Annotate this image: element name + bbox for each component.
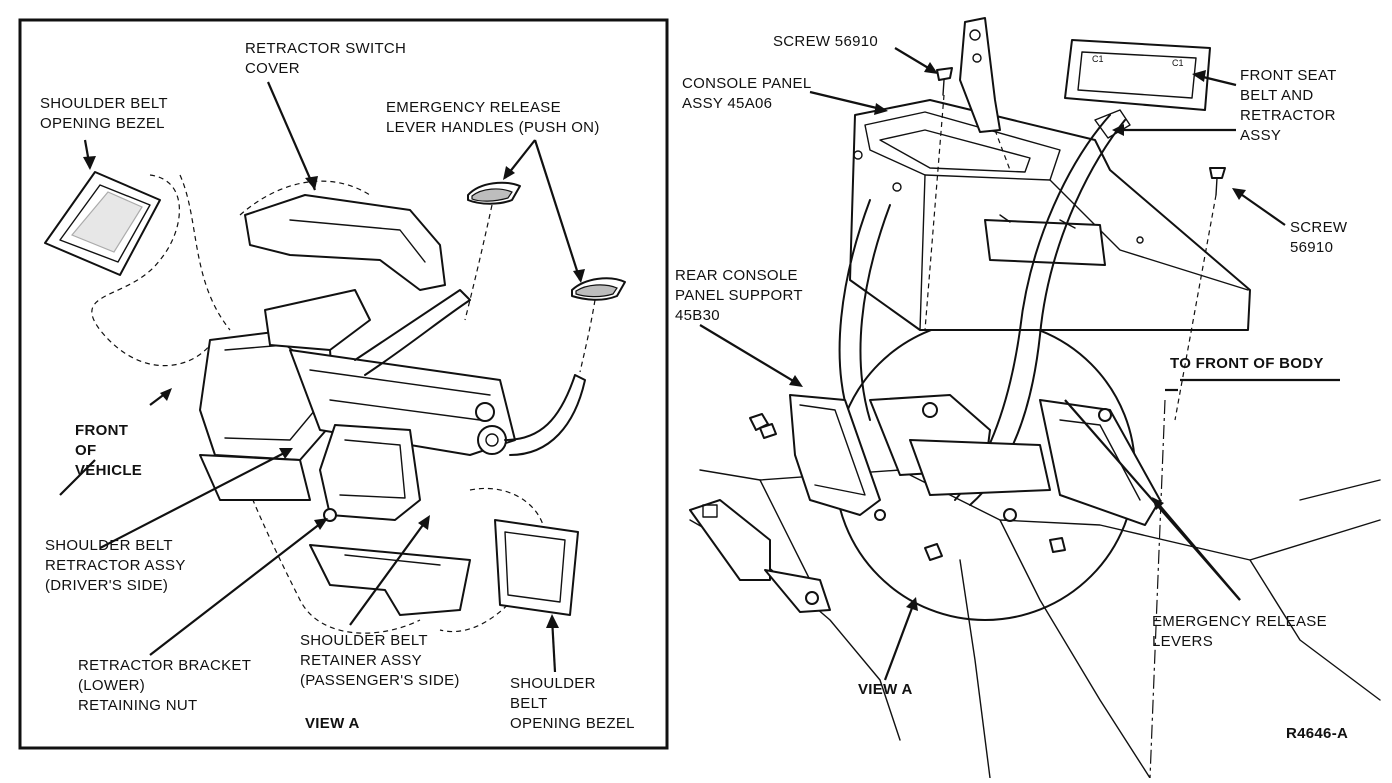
phantom-outline-top bbox=[179, 174, 371, 331]
seat-belt-tongue-part: C1 C1 bbox=[1064, 39, 1211, 111]
label-emergency-release-levers: EMERGENCY RELEASE LEVERS bbox=[1152, 613, 1331, 650]
retractor-assembly-part bbox=[199, 289, 586, 501]
label-shoulder-belt-retainer-assy: SHOULDER BELT RETAINER ASSY (PASSENGER'S… bbox=[300, 632, 460, 689]
label-screw-top: SCREW 56910 bbox=[773, 33, 878, 50]
phantom-screw-line-top bbox=[924, 94, 945, 331]
nut-right-part bbox=[1049, 537, 1066, 553]
label-retractor-switch-cover: RETRACTOR SWITCH COVER bbox=[245, 40, 411, 77]
opening-bezel-bottom-part bbox=[494, 519, 579, 616]
nut-left-part bbox=[749, 413, 777, 439]
label-front-of-vehicle: FRONT OF VEHICLE bbox=[75, 422, 142, 479]
left-leader-lines bbox=[59, 81, 585, 673]
label-shoulder-belt-retractor-assy: SHOULDER BELT RETRACTOR ASSY (DRIVER'S S… bbox=[45, 537, 190, 594]
label-retractor-bracket-nut: RETRACTOR BRACKET (LOWER) RETAINING NUT bbox=[78, 657, 255, 714]
label-shoulder-belt-opening-bezel-bottom: SHOULDER BELT OPENING BEZEL bbox=[510, 675, 635, 732]
screw-right-part bbox=[1209, 167, 1226, 196]
tongue-mark-c1-right: C1 bbox=[1172, 58, 1184, 68]
upper-bracket-part bbox=[959, 17, 1001, 133]
phantom-screw-line-right bbox=[1174, 194, 1217, 421]
left-panel: RETRACTOR SWITCH COVER SHOULDER BELT OPE… bbox=[18, 18, 669, 750]
right-panel: C1 C1 bbox=[675, 17, 1381, 779]
vehicle-centerline bbox=[1149, 399, 1166, 779]
label-screw-right: SCREW 56910 bbox=[1290, 219, 1352, 256]
left-view-caption: VIEW A bbox=[305, 715, 360, 732]
screw-top-part bbox=[936, 67, 953, 96]
rear-console-support-part bbox=[789, 394, 1161, 526]
label-front-seat-belt-retractor-assy: FRONT SEAT BELT AND RETRACTOR ASSY bbox=[1240, 67, 1341, 144]
left-panel-border bbox=[18, 18, 669, 750]
label-to-front-of-body: TO FRONT OF BODY bbox=[1170, 355, 1324, 372]
phantom-handle-line-upper bbox=[464, 204, 493, 321]
label-rear-console-panel-support: REAR CONSOLE PANEL SUPPORT 45B30 bbox=[675, 267, 807, 324]
tongue-mark-c1-left: C1 bbox=[1092, 54, 1104, 64]
phantom-bracket-line bbox=[994, 129, 1011, 171]
phantom-outline-bezel bbox=[91, 174, 211, 367]
phantom-outline-right bbox=[439, 487, 546, 633]
retractor-switch-cover-part bbox=[244, 194, 446, 291]
label-console-panel-assy: CONSOLE PANEL ASSY 45A06 bbox=[682, 75, 815, 112]
label-shoulder-belt-opening-bezel-top: SHOULDER BELT OPENING BEZEL bbox=[40, 95, 172, 132]
figure-id: R4646-A bbox=[1286, 725, 1348, 742]
label-emergency-release-lever-handles: EMERGENCY RELEASE LEVER HANDLES (PUSH ON… bbox=[386, 99, 600, 136]
phantom-handle-line-lower bbox=[579, 299, 596, 373]
nut-bottom-part bbox=[924, 543, 943, 561]
right-view-caption: VIEW A bbox=[858, 681, 913, 698]
opening-bezel-top-part bbox=[44, 171, 161, 276]
lever-handle-lower-part bbox=[571, 277, 626, 301]
lever-handle-upper-part bbox=[467, 181, 521, 205]
right-leader-lines bbox=[699, 47, 1286, 681]
retainer-assembly-part bbox=[309, 424, 471, 616]
floor-pan-part bbox=[689, 469, 1381, 779]
